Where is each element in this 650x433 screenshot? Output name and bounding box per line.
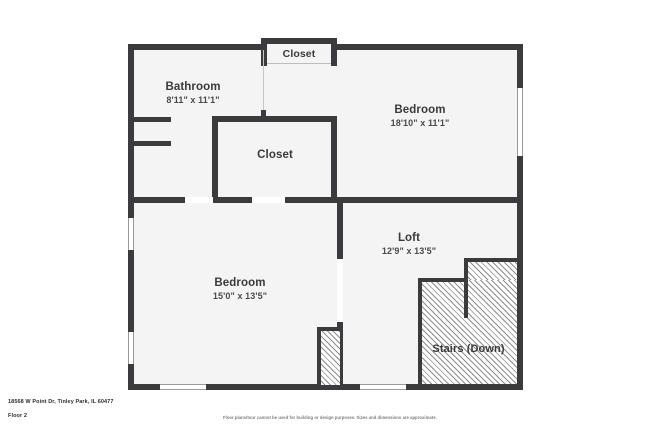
wall-center-closet-bottom-left (212, 197, 252, 203)
stairs-hatch-main (421, 278, 517, 384)
window-cap-bottom-left-start (158, 384, 160, 390)
door-opening-bathroom (185, 197, 213, 203)
wall-closet-top-left-jamb (261, 38, 267, 66)
wall-bedroom-loft-lower (337, 322, 343, 390)
wall-small-closet-left (317, 327, 321, 385)
closet-hatch-small (320, 330, 340, 385)
wall-center-closet-right (331, 116, 337, 198)
wall-center-closet-post (261, 110, 266, 117)
wall-right-outer (517, 44, 523, 390)
window-left-upper (128, 216, 134, 252)
property-address: 18568 W Point Dr, Tinley Park, IL 60477 (8, 399, 114, 405)
window-bottom-right (358, 384, 408, 390)
footer: 18568 W Point Dr, Tinley Park, IL 60477 … (0, 393, 650, 433)
wall-closet-top-right-jamb (331, 38, 337, 66)
wall-divider-right (337, 197, 523, 203)
window-cap-bottom-right-start (358, 384, 360, 390)
wall-stairs-top (418, 278, 468, 282)
door-line-top-closet (267, 63, 331, 64)
floor-plan-canvas: Bathroom 8'11" x 11'1" Closet Bedroom 18… (128, 38, 523, 390)
window-bottom-left (158, 384, 208, 390)
window-cap-left-lower-bottom (128, 364, 134, 366)
floor-label: Floor 2 (8, 413, 28, 419)
wall-top-right (334, 44, 523, 50)
stairs-hatch-upper (466, 258, 517, 280)
wall-closet-top-header (261, 38, 337, 44)
wall-small-closet-top (317, 327, 341, 331)
window-left-lower (128, 330, 134, 366)
wall-divider-left (131, 197, 185, 203)
window-cap-right-bottom (517, 156, 523, 158)
wall-bathroom-stub-upper (131, 117, 171, 122)
wall-stairs-inner-vertical (464, 258, 468, 318)
wall-center-closet-bottom-right (285, 197, 337, 203)
wall-center-closet-left (212, 116, 218, 198)
wall-center-closet-top (212, 116, 337, 122)
door-opening-center-closet (252, 197, 285, 203)
window-cap-bottom-right-end (406, 384, 408, 390)
wall-stairs-upper-top (464, 258, 517, 262)
window-cap-right-top (517, 86, 523, 88)
wall-stairs-left (418, 278, 422, 386)
wall-bathroom-stub-lower (131, 141, 171, 146)
door-opening-loft-bedroom (337, 259, 343, 322)
wall-bedroom-loft-upper (337, 197, 343, 259)
window-cap-left-upper-bottom (128, 250, 134, 252)
window-cap-left-upper-top (128, 216, 134, 218)
disclaimer-text: Floor plans/tour cannot be used for buil… (223, 415, 437, 420)
window-cap-left-lower-top (128, 330, 134, 332)
wall-bottom-outer (128, 384, 523, 390)
wall-top-left (128, 44, 264, 50)
window-cap-bottom-left-end (206, 384, 208, 390)
window-right-bedroom (517, 86, 523, 158)
door-line-bathroom-side (263, 50, 264, 110)
floor-fill-top-closet (264, 41, 334, 63)
